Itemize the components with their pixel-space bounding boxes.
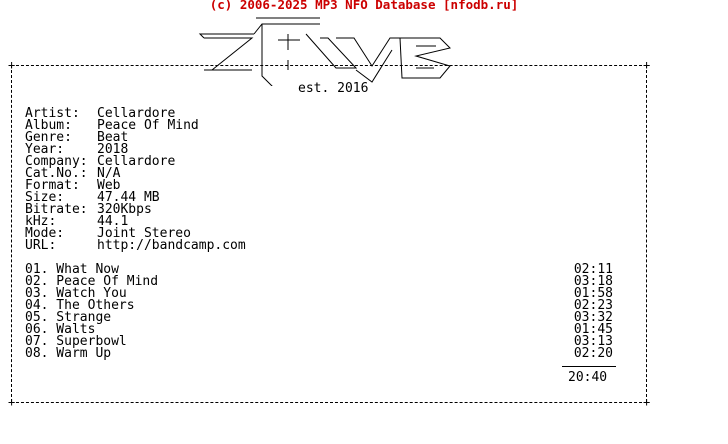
frame-corner: + [8,395,16,409]
total-separator [562,366,616,367]
frame-corner: + [8,58,16,72]
site-header: (c) 2006-2025 MP3 NFO Database [nfodb.ru… [209,0,519,12]
frame-corner: + [643,395,651,409]
est-year: est. 2016 [298,81,369,96]
frame-top [11,65,647,66]
ascii-logo [198,17,451,86]
frame-corner: + [643,58,651,72]
frame-bottom [11,402,647,403]
total-duration: 20:40 [568,370,608,385]
frame-right [646,65,647,402]
frame-left [11,65,12,402]
